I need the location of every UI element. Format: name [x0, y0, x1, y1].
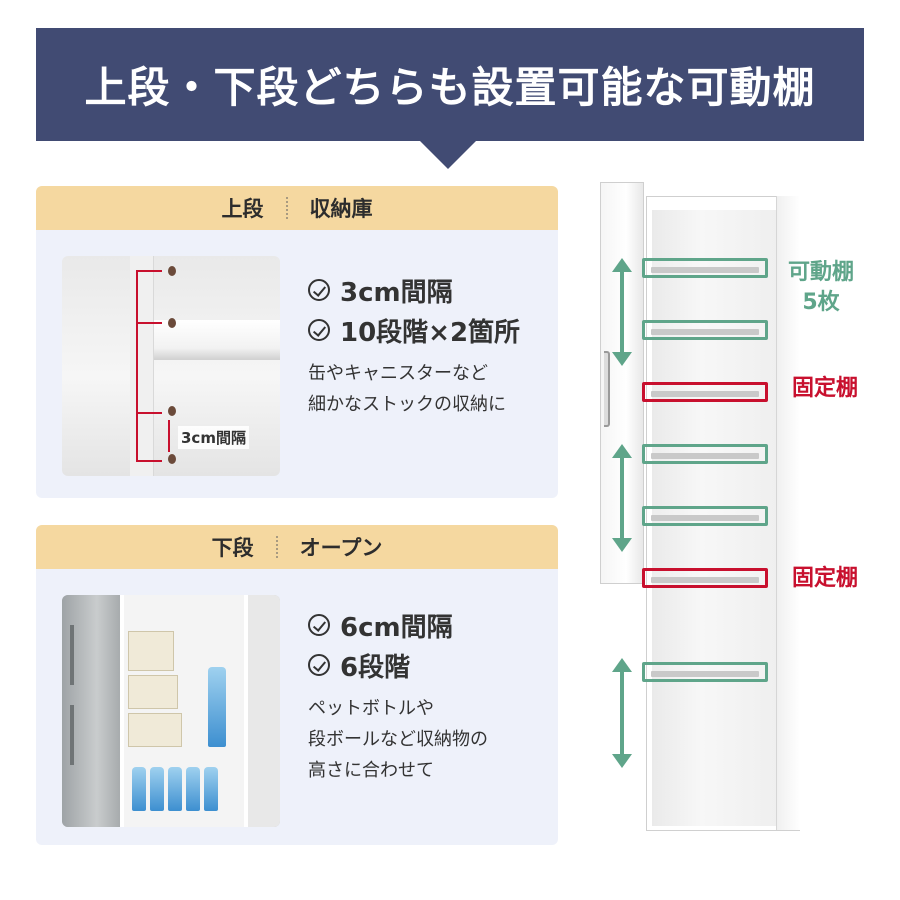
lower-section-panel: 下段 オープン 6cm間隔 6段階: [36, 525, 558, 845]
gap-arrow: [168, 420, 170, 452]
feature-text: 6cm間隔: [340, 612, 453, 643]
cabinet-illustration: 可動棚 5枚 固定棚 固定棚: [590, 180, 890, 870]
feature-item: 10段階×2箇所: [308, 310, 520, 350]
water-bottle: [208, 667, 226, 747]
peg-hole: [168, 266, 176, 276]
water-bottle: [150, 767, 164, 811]
upper-features: 3cm間隔 10段階×2箇所 缶やキャニスターなど 細かなストックの収納に: [308, 270, 520, 420]
bracket-line: [136, 270, 138, 462]
description-line: 缶やキャニスターなど: [308, 363, 488, 384]
movable-shelf: [642, 444, 768, 464]
check-circle-icon: [308, 319, 330, 341]
upper-heading-label: 上段: [221, 197, 264, 221]
upper-description: 缶やキャニスターなど 細かなストックの収納に: [308, 358, 520, 420]
feature-item: 6段階: [308, 645, 488, 685]
check-circle-icon: [308, 279, 330, 301]
adjust-range-arrow: [612, 658, 632, 768]
water-bottle: [204, 767, 218, 811]
page-title: 上段・下段どちらも設置可能な可動棚: [84, 63, 816, 112]
peg-hole: [168, 406, 176, 416]
heading-divider: [285, 197, 288, 219]
fridge: [62, 595, 120, 827]
shelf-board: [154, 320, 280, 360]
fridge-handle: [70, 705, 74, 765]
heading-divider: [275, 536, 278, 558]
movable-shelf-count: 5枚: [802, 290, 840, 315]
cabinet-base: [646, 830, 800, 862]
water-bottle: [186, 767, 200, 811]
cabinet-side: [776, 196, 800, 862]
banner-pointer: [420, 141, 476, 169]
check-circle-icon: [308, 654, 330, 676]
open-shelf: [120, 595, 248, 827]
movable-shelf: [642, 320, 768, 340]
feature-text: 6段階: [340, 652, 411, 683]
feature-item: 6cm間隔: [308, 605, 488, 645]
peg-hole: [168, 454, 176, 464]
header-banner: 上段・下段どちらも設置可能な可動棚: [36, 28, 864, 141]
lower-shelf-photo: [62, 595, 280, 827]
lower-heading-type: オープン: [299, 536, 383, 560]
storage-box: [128, 713, 182, 747]
bracket-tick: [136, 322, 162, 324]
upper-heading-type: 収納庫: [309, 197, 373, 221]
feature-item: 3cm間隔: [308, 270, 520, 310]
fixed-shelf-label-lower: 固定棚: [791, 566, 858, 591]
movable-shelf: [642, 258, 768, 278]
gap-label: 3cm間隔: [178, 426, 249, 449]
storage-box: [128, 631, 174, 671]
upper-section-heading: 上段 収納庫: [36, 186, 558, 230]
description-line: 細かなストックの収納に: [308, 394, 506, 415]
description-line: 高さに合わせて: [308, 760, 434, 781]
fixed-shelf: [642, 382, 768, 402]
upper-section-panel: 上段 収納庫 3cm間隔 3cm間隔 10段階×2箇所 缶やキャニスターなど 細…: [36, 186, 558, 498]
fixed-shelf-label-upper: 固定棚: [791, 376, 858, 401]
fixed-shelf: [642, 568, 768, 588]
lower-section-heading: 下段 オープン: [36, 525, 558, 569]
description-line: ペットボトルや: [308, 698, 434, 719]
movable-shelf: [642, 662, 768, 682]
movable-shelf-label: 可動棚 5枚: [778, 258, 864, 318]
peg-hole: [168, 318, 176, 328]
water-bottle: [132, 767, 146, 811]
upper-shelf-photo: 3cm間隔: [62, 256, 280, 476]
bracket-tick-top: [136, 270, 162, 272]
check-circle-icon: [308, 614, 330, 636]
movable-shelf-label-line-1: 可動棚: [787, 260, 854, 285]
water-bottle: [168, 767, 182, 811]
bracket-tick: [136, 412, 162, 414]
wall: [248, 595, 280, 827]
adjust-range-arrow: [612, 444, 632, 552]
feature-text: 10段階×2箇所: [340, 317, 521, 348]
cabinet-side-panel: [130, 256, 154, 476]
lower-heading-label: 下段: [211, 536, 254, 560]
lower-features: 6cm間隔 6段階 ペットボトルや 段ボールなど収納物の 高さに合わせて: [308, 605, 488, 786]
storage-box: [128, 675, 178, 709]
movable-shelf: [642, 506, 768, 526]
bracket-tick-bottom: [136, 460, 162, 462]
adjust-range-arrow: [612, 258, 632, 366]
lower-description: ペットボトルや 段ボールなど収納物の 高さに合わせて: [308, 693, 488, 786]
description-line: 段ボールなど収納物の: [308, 729, 488, 750]
door-handle: [604, 351, 610, 427]
feature-text: 3cm間隔: [340, 277, 453, 308]
fridge-handle: [70, 625, 74, 685]
